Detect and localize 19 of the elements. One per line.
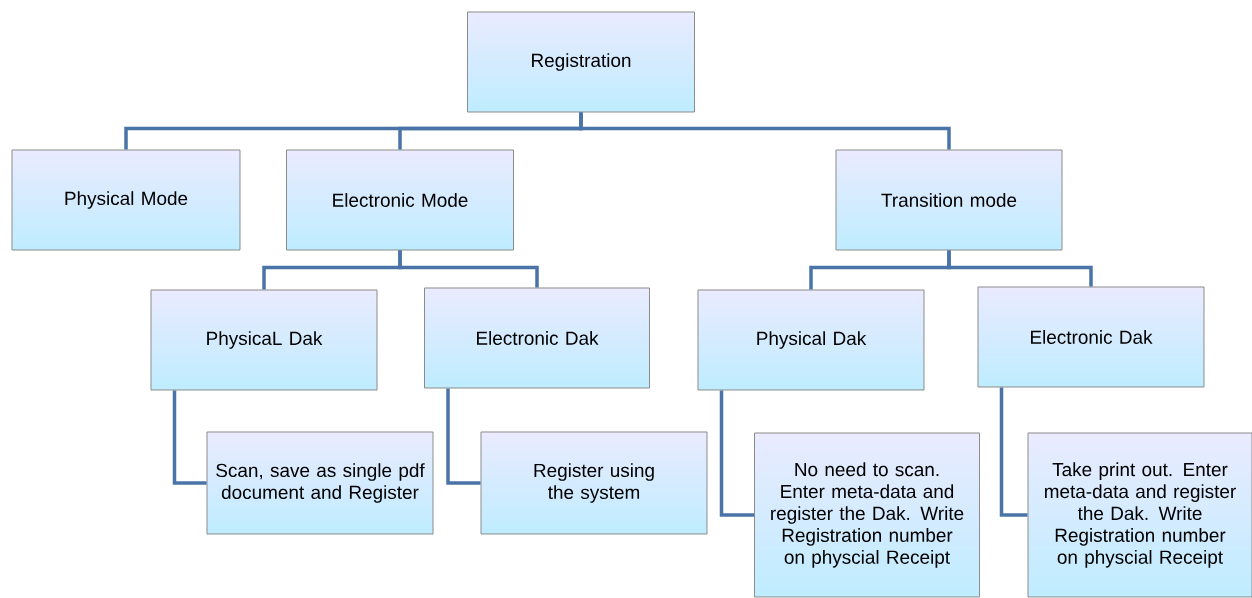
process-box: Transition mode xyxy=(835,149,1063,251)
leaf-box: Scan, save as single pdf document and Register xyxy=(206,431,434,535)
leaf-box: Register using the system xyxy=(480,431,708,535)
process-box: PhysicaL Dak xyxy=(150,289,378,391)
connector-line xyxy=(947,250,1093,287)
leaf-box: Take print out. Enter meta-data and register the Dak. Write Registration number on physcial Receipt xyxy=(1027,432,1252,598)
connector-line xyxy=(398,250,539,288)
process-box: Physical Mode xyxy=(11,149,241,251)
connector-line xyxy=(999,387,1028,517)
process-box: Registration xyxy=(467,11,695,113)
connector-line xyxy=(446,388,481,485)
process-box: Electronic Dak xyxy=(977,286,1205,388)
connector-line xyxy=(719,390,754,517)
process-box: Electronic Mode xyxy=(286,149,514,251)
connector-line xyxy=(172,390,207,485)
leaf-box: No need to scan. Enter meta-data and register the Dak. Write Registration number on physcial Receipt xyxy=(754,432,980,598)
process-box: Electronic Dak xyxy=(424,287,650,389)
process-box: Physical Dak xyxy=(697,289,925,391)
connector-line xyxy=(579,112,951,150)
